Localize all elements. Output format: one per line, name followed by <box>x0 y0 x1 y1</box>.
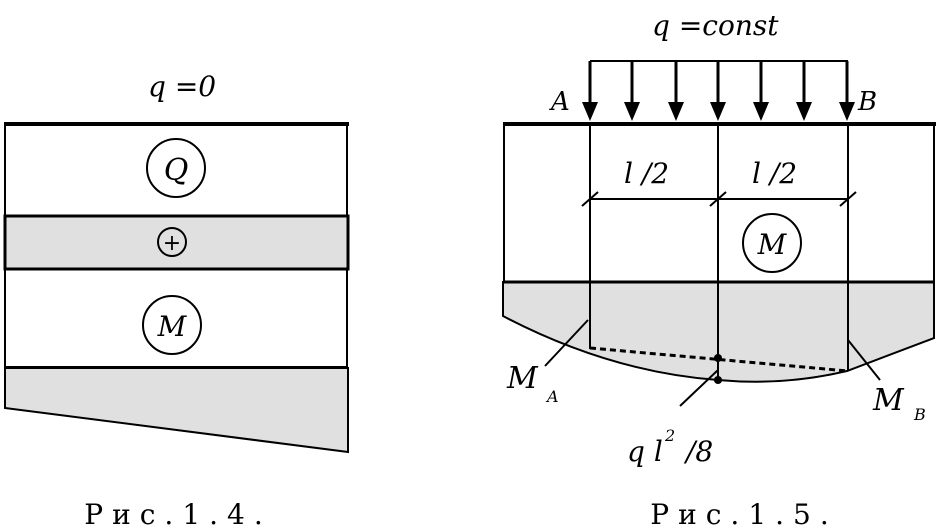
fig5-load-arrows <box>588 61 849 108</box>
fig5-m-label: M <box>757 228 788 261</box>
fig4-m-circle <box>142 295 202 355</box>
fig4-plus-sign: + <box>163 231 181 256</box>
fig4-moment-diagram <box>4 367 349 454</box>
fig4-shear-diagram <box>3 214 350 271</box>
fig5-span-right: l /2 <box>752 157 797 190</box>
fig5-support-a: A <box>549 87 570 117</box>
fig5-support-b: B <box>857 87 877 117</box>
fig5-ma-leader <box>544 319 589 367</box>
fig5-dim-tick-mid <box>709 191 727 207</box>
fig5-dim-tick-a <box>581 191 599 207</box>
fig4-m-label: M <box>157 310 188 343</box>
fig4-caption: Рис.1.4. <box>84 498 272 529</box>
fig5-arrow-heads <box>582 102 855 121</box>
fig5-mb-main: M <box>872 383 905 418</box>
fig5-ma-main: M <box>506 361 539 396</box>
fig4-plus-circle <box>157 227 187 257</box>
fig5-mb-leader <box>847 339 881 381</box>
fig5-ma-sub: A <box>545 387 559 406</box>
fig4-q-label: Q <box>164 153 189 188</box>
fig4-load-label: q =0 <box>148 70 216 103</box>
fig5-midspan-exp: 2 <box>664 426 675 445</box>
fig5-dim-tick-b <box>839 191 857 207</box>
fig5-midspan-div: /8 <box>683 435 713 468</box>
figure-1-5: q =const A B <box>502 9 936 529</box>
fig5-midspan-leader <box>679 369 719 407</box>
fig5-caption: Рис.1.5. <box>650 498 838 529</box>
fig5-m-circle <box>742 213 802 273</box>
figure-1-4: q =0 Q + M Рис.1.4. <box>3 70 350 529</box>
fig4-q-circle <box>146 138 206 198</box>
fig5-load-label: q =const <box>652 9 779 42</box>
fig5-closing-line <box>589 346 849 373</box>
fig5-span-left: l /2 <box>624 157 669 190</box>
fig5-mb-sub: B <box>913 405 926 424</box>
fig5-midspan-q: q l <box>627 435 663 468</box>
fig5-curve-point <box>714 376 722 384</box>
fig5-chord-point <box>714 354 722 362</box>
